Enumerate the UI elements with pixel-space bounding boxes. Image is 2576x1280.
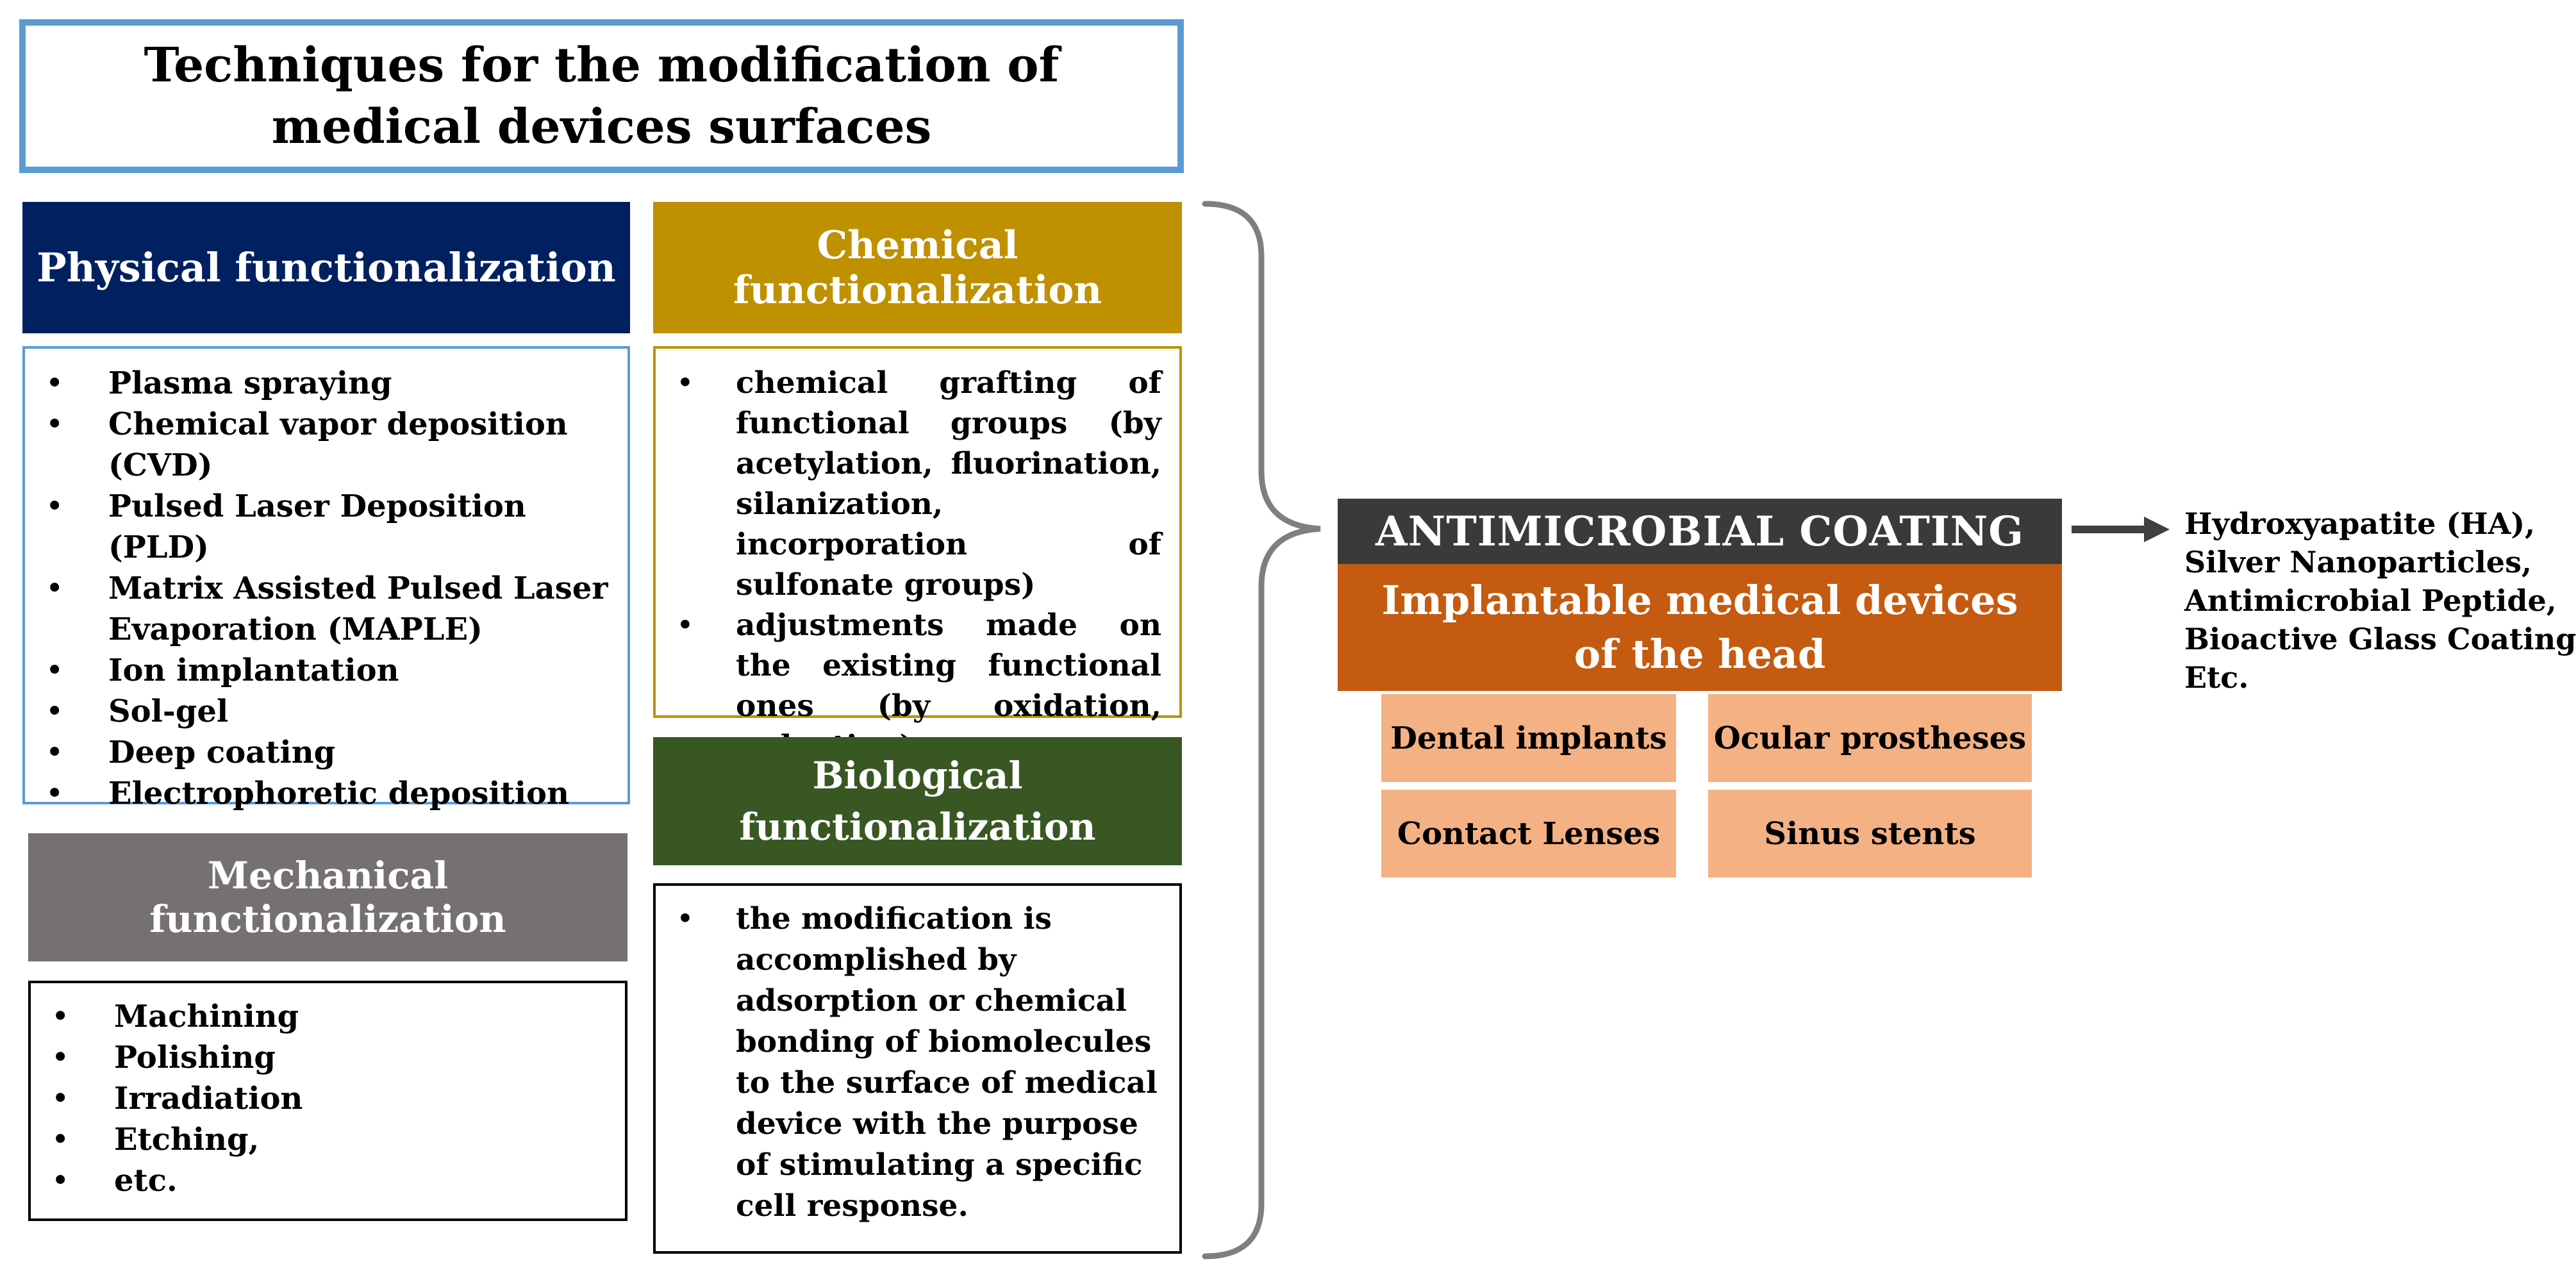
curly-bracket-icon	[1202, 201, 1321, 1259]
list-item: •Electrophoretic deposition	[46, 776, 569, 811]
coating-example: Silver Nanoparticles,	[2184, 545, 2532, 579]
device-tile-ocular-prostheses: Ocular prostheses	[1708, 694, 2032, 782]
implantable-devices-header: Implantable medical devices of the head	[1338, 564, 2062, 691]
device-tile-sinus-stents: Sinus stents	[1708, 790, 2032, 877]
list-item: •Plasma spraying	[46, 365, 392, 401]
biological-functionalization-header: Biological functionalization	[653, 737, 1182, 865]
list-item: •etc.	[51, 1163, 178, 1199]
list-item: •the modification is accomplished by ads…	[676, 901, 1158, 1224]
mechanical-functionalization-header: Mechanical functionalization	[28, 833, 627, 961]
biological-functionalization-heading-text: Biological functionalization	[739, 754, 1096, 849]
list-item: •chemical grafting of functional groups …	[676, 365, 1161, 603]
diagram-title: Techniques for the modification of medic…	[19, 19, 1184, 173]
coating-example: Hydroxyapatite (HA),	[2184, 506, 2536, 541]
arrow-right-icon	[2144, 517, 2170, 542]
list-item-text: Electrophoretic deposition	[108, 776, 569, 811]
device-tile-contact-lenses: Contact Lenses	[1381, 790, 1676, 877]
list-item-text: Chemical vapor deposition (CVD)	[108, 406, 568, 483]
list-item-text: Matrix Assisted Pulsed Laser Evaporation…	[108, 570, 608, 647]
list-item-text: the modification is accomplished by adso…	[736, 901, 1158, 1224]
coating-example: Antimicrobial Peptide,	[2184, 583, 2557, 618]
list-item: •Sol-gel	[46, 694, 229, 729]
coating-example: Bioactive Glass Coatings,	[2184, 622, 2576, 656]
chemical-functionalization-list: •chemical grafting of functional groups …	[653, 346, 1182, 764]
physical-functionalization-list: •Plasma spraying •Chemical vapor deposit…	[22, 346, 630, 811]
list-item: •Ion implantation	[46, 652, 399, 688]
list-item: •Etching,	[51, 1122, 260, 1158]
coating-example: Etc.	[2184, 660, 2249, 695]
list-item-text: Pulsed Laser Deposition (PLD)	[108, 488, 526, 565]
biological-functionalization-list: •the modification is accomplished by ads…	[653, 883, 1182, 1254]
device-tile-dental-implants: Dental implants	[1381, 694, 1676, 782]
physical-functionalization-header: Physical functionalization	[22, 202, 630, 333]
list-item: •Matrix Assisted Pulsed Laser Evaporatio…	[46, 570, 608, 647]
list-item-text: Ion implantation	[108, 652, 399, 688]
mechanical-functionalization-list: •Machining •Polishing •Irradiation •Etch…	[28, 981, 627, 1221]
list-item-text: etc.	[114, 1163, 178, 1199]
list-item-text: Plasma spraying	[108, 365, 392, 401]
chemical-functionalization-header: Chemical functionalization	[653, 202, 1182, 333]
list-item: •Deep coating	[46, 735, 336, 770]
list-item: •Machining	[51, 999, 299, 1035]
list-item-text: Machining	[114, 999, 299, 1035]
list-item-text: Sol-gel	[108, 694, 229, 729]
list-item-text: Irradiation	[114, 1081, 303, 1117]
list-item: •Pulsed Laser Deposition (PLD)	[46, 488, 526, 565]
list-item-text: Etching,	[114, 1122, 260, 1158]
antimicrobial-coating-header: ANTIMICROBIAL COATING	[1338, 499, 2062, 564]
list-item-text: Polishing	[114, 1040, 276, 1076]
list-item-text: Deep coating	[108, 735, 336, 770]
list-item: •adjustments made on the existing functi…	[656, 605, 1161, 767]
list-item: •Polishing	[51, 1040, 276, 1076]
list-item-text: chemical grafting of functional groups (…	[736, 365, 1161, 603]
list-item: •Irradiation	[51, 1081, 303, 1117]
list-item: •Chemical vapor deposition (CVD)	[46, 406, 568, 483]
list-item-text: adjustments made on the existing functio…	[736, 608, 1161, 764]
coating-examples-list: Hydroxyapatite (HA), Silver Nanoparticle…	[2184, 504, 2576, 697]
